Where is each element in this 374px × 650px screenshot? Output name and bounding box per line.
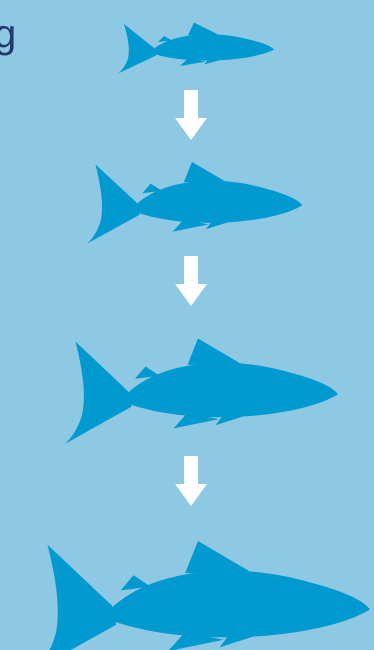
cropped-text-fragment: g <box>0 12 17 56</box>
fish-icon-stage-4 <box>34 541 371 650</box>
fish-icon-stage-1 <box>118 22 274 74</box>
fish-icon-stage-2 <box>87 162 303 244</box>
arrow-down-icon-2 <box>175 256 207 306</box>
arrow-down-icon-1 <box>175 90 207 140</box>
arrow-down-icon-3 <box>175 456 207 506</box>
fish-icon-stage-3 <box>65 338 338 444</box>
